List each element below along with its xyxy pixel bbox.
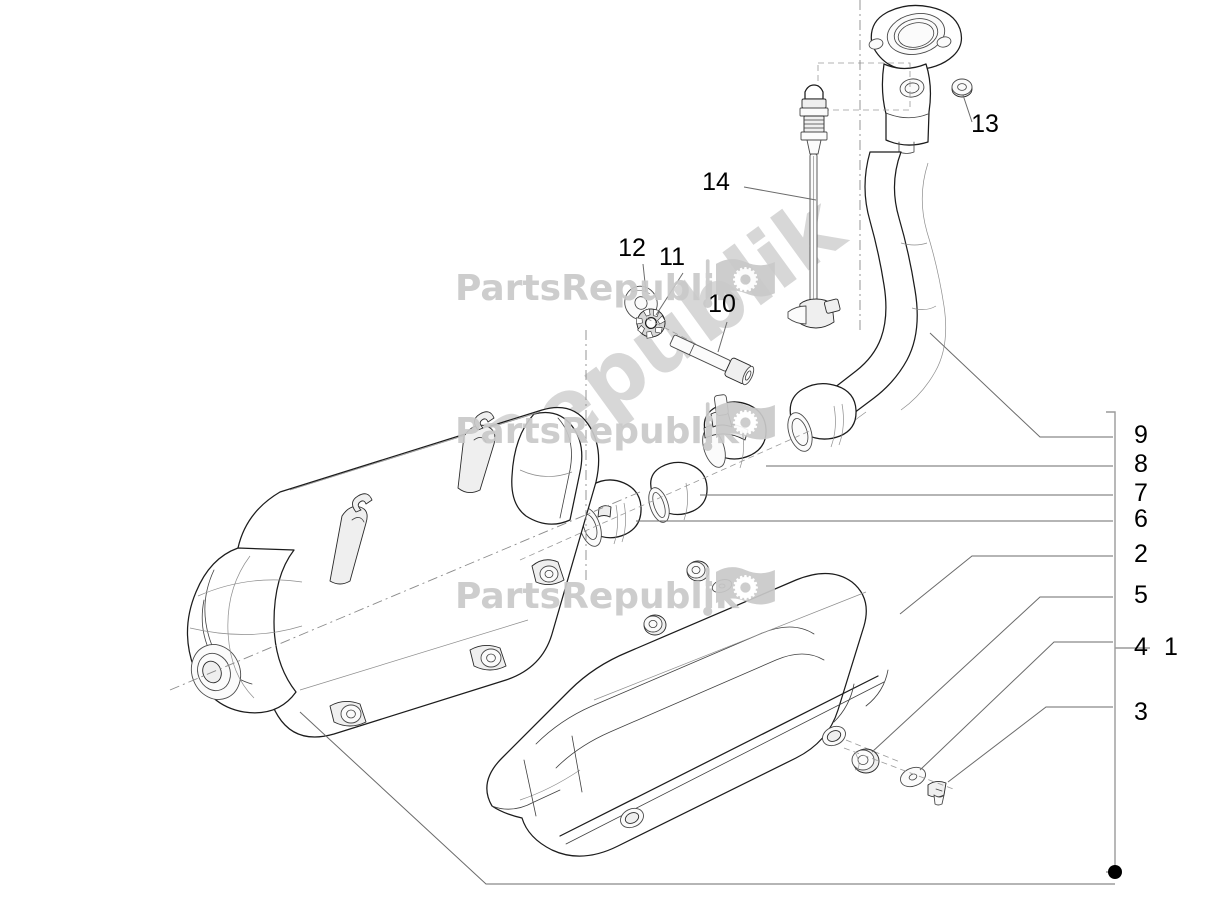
muffler-mount-lug-3 xyxy=(531,559,565,585)
part-exhaust-pipe xyxy=(787,4,973,452)
part-shield-grommet xyxy=(851,748,880,774)
bracket-corner-dot xyxy=(1108,865,1122,879)
part-lock-washer xyxy=(635,308,666,339)
callout-8: 8 xyxy=(1134,450,1148,478)
callout-9: 9 xyxy=(1134,421,1148,449)
part-shield-screw xyxy=(927,780,947,806)
watermark-row-1: PartsRepublik xyxy=(455,259,775,309)
watermark-text: PartsRepublik xyxy=(455,411,740,452)
part-muffler-body xyxy=(169,406,641,738)
part-socket-head-bolt xyxy=(669,334,755,386)
part-shield-washer xyxy=(900,766,926,788)
leader-lines xyxy=(299,94,1115,885)
watermark-text: PartsRepublik xyxy=(455,268,740,309)
watermark-row-3: PartsRepublik xyxy=(455,567,775,617)
callout-5: 5 xyxy=(1134,581,1148,609)
muffler-mount-lug-2 xyxy=(469,645,507,671)
callout-13: 13 xyxy=(971,110,999,138)
callout-12: 12 xyxy=(618,234,646,262)
muffler-fastener-set-upper xyxy=(686,560,733,593)
part-sealing-ring xyxy=(648,461,708,523)
callout-bracket xyxy=(1106,411,1150,879)
heat-shield-hole-1 xyxy=(822,725,846,747)
watermark-text: PartsRepublik xyxy=(455,576,740,617)
part-heat-shield xyxy=(486,572,901,857)
callout-6: 6 xyxy=(1134,505,1148,533)
callout-numbers: 14 13 12 11 10 9 8 7 6 2 5 4 1 3 xyxy=(618,110,1178,726)
callout-11: 11 xyxy=(659,243,685,271)
callout-14: 14 xyxy=(702,168,730,196)
callout-7: 7 xyxy=(1134,479,1148,507)
callout-3: 3 xyxy=(1134,698,1148,726)
callout-4: 4 xyxy=(1134,633,1148,661)
watermark-row-2: PartsRepublik xyxy=(455,402,775,452)
muffler-fastener-set-mid xyxy=(643,614,667,636)
callout-1: 1 xyxy=(1164,633,1178,661)
part-oxygen-sensor xyxy=(787,84,841,329)
part-manifold-nut xyxy=(951,78,973,98)
callout-2: 2 xyxy=(1134,540,1148,568)
heat-shield-hole-2 xyxy=(620,807,644,829)
muffler-mount-lug-1 xyxy=(329,701,367,727)
construction-axes xyxy=(519,0,957,791)
callout-10: 10 xyxy=(708,290,736,318)
